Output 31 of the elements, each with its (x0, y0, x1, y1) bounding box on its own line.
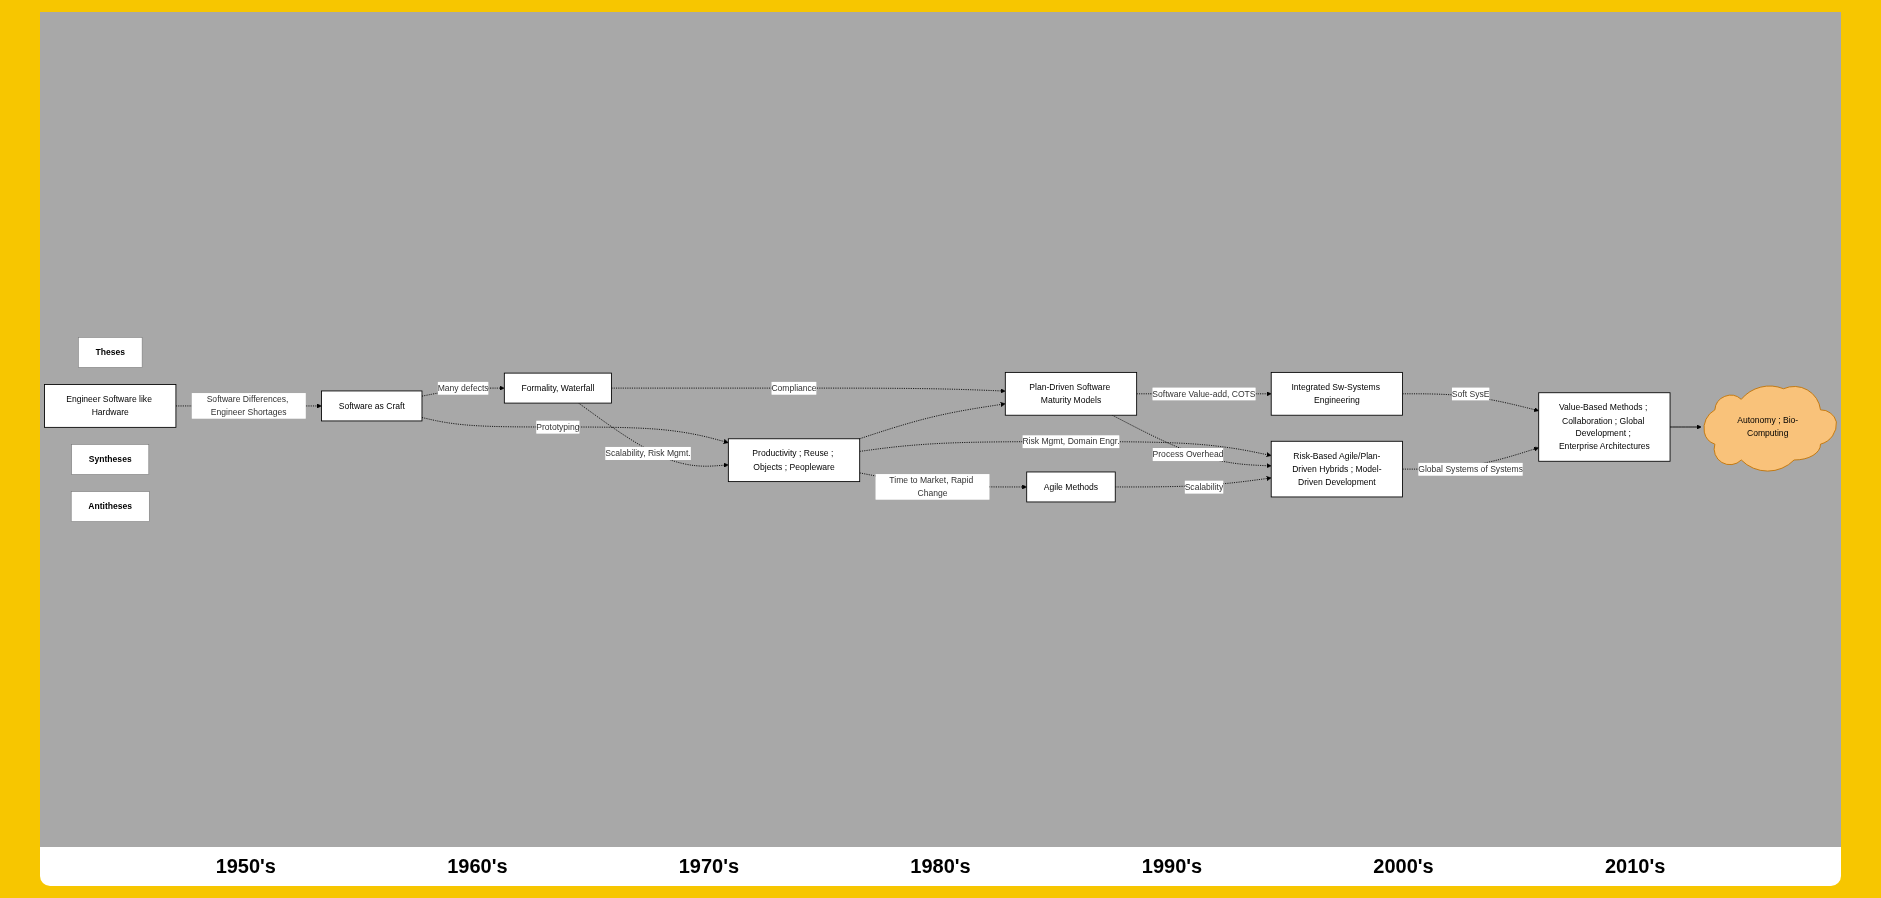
decade-label: 2010's (1604, 855, 1666, 878)
edge-label: Prototyping (536, 421, 580, 432)
node-box: Risk-Based Agile/Plan-Driven Hybrids ; Model-Driven Development (1270, 440, 1403, 498)
decade-label: 1970's (678, 855, 740, 878)
node-box: Value-Based Methods ; Collaboration ; Global Development ; Enterprise Architectures (1538, 392, 1671, 462)
decade-label: 1980's (910, 855, 971, 878)
decade-label: 2000's (1373, 855, 1434, 878)
node-box: Agile Methods (1026, 471, 1116, 503)
edge-label: Many defects (437, 382, 489, 393)
node-box: Software as Craft (321, 390, 423, 422)
node-box: Antitheses (70, 491, 150, 522)
edge-label: Software Differences, Engineer Shortages (206, 394, 289, 417)
edge-label: Risk Mgmt, Domain Engr. (1022, 436, 1120, 447)
edge-label: Soft SysE (1451, 388, 1490, 399)
decade-label: 1960's (447, 855, 508, 878)
edge-label: Global Systems of Systems (1418, 463, 1523, 474)
decade-label: 1990's (1141, 855, 1203, 878)
node-box: Syntheses (71, 444, 150, 475)
edge-label: Software Value-add, COTS (1152, 388, 1256, 399)
edge-label: Time to Market, Rapid Change (889, 475, 974, 498)
node-box: Formality, Waterfall (503, 372, 612, 404)
node-box: Plan-Driven Software Maturity Models (1004, 371, 1138, 416)
edge-label: Scalability (1184, 481, 1224, 492)
node-box: Theses (78, 337, 143, 368)
decade-label: 1950's (215, 855, 276, 878)
edge-label: Compliance (771, 382, 817, 393)
edge-label: Scalability, Risk Mgmt. (605, 448, 691, 458)
edge-label: Process Overhead (1152, 449, 1224, 459)
node-box: Engineer Software like Hardware (44, 384, 177, 428)
node-box: Integrated Sw-Systems Engineering (1270, 371, 1403, 416)
node-box: Productivity ; Reuse ; Objects ; Peopleware (727, 438, 861, 483)
